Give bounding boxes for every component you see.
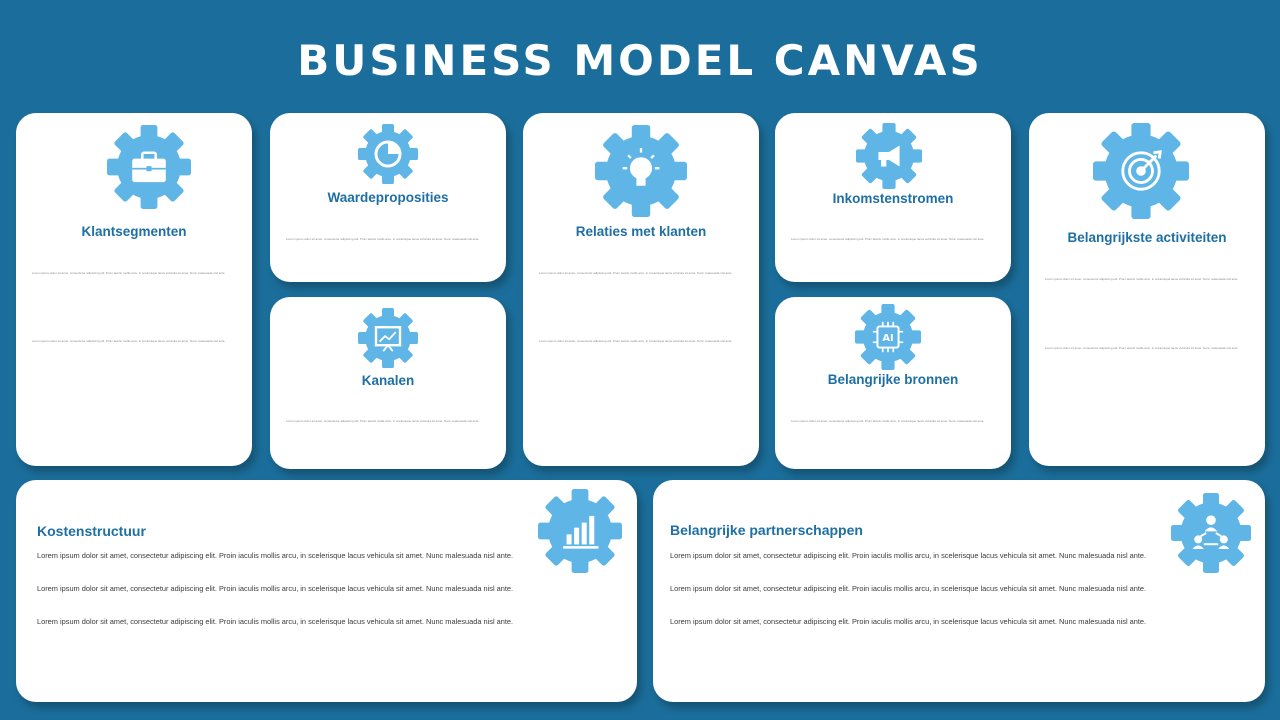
card-title: Belangrijke partnerschappen <box>670 522 863 538</box>
card-text: Lorem ipsum dolor sit amet, consectetur … <box>37 551 514 560</box>
card-text: Lorem ipsum dolor sit amet, consectetur … <box>286 237 480 241</box>
card-text: Lorem ipsum dolor sit amet, consectetur … <box>539 339 733 343</box>
card-text: Lorem ipsum dolor sit amet, consectetur … <box>670 584 1147 593</box>
briefcase-icon <box>107 125 191 209</box>
megaphone-icon <box>856 123 922 189</box>
card-relaties-met-klanten: Relaties met klanten Lorem ipsum dolor s… <box>523 113 759 466</box>
card-title: Belangrijkste activiteiten <box>1067 230 1227 245</box>
card-title: Belangrijke bronnen <box>827 372 959 387</box>
target-icon <box>1093 123 1189 219</box>
card-title: Klantsegmenten <box>81 224 187 239</box>
chip-label: AI <box>882 333 893 344</box>
card-text: Lorem ipsum dolor sit amet, consectetur … <box>670 551 1147 560</box>
pie-chart-icon <box>358 124 418 184</box>
network-people-icon <box>1171 493 1251 573</box>
card-text: Lorem ipsum dolor sit amet, consectetur … <box>539 271 733 275</box>
card-text: Lorem ipsum dolor sit amet, consectetur … <box>37 617 514 626</box>
card-belangrijke-bronnen: AI Belangrijke bronnen Lorem ipsum dolor… <box>775 297 1011 469</box>
card-text: Lorem ipsum dolor sit amet, consectetur … <box>32 271 226 275</box>
card-title: Inkomstenstromen <box>832 191 954 206</box>
card-waardeproposities: Waardeproposities Lorem ipsum dolor sit … <box>270 113 506 282</box>
card-text: Lorem ipsum dolor sit amet, consectetur … <box>286 419 480 423</box>
card-text: Lorem ipsum dolor sit amet, consectetur … <box>791 419 985 423</box>
card-title: Kanalen <box>361 373 415 388</box>
card-text: Lorem ipsum dolor sit amet, consectetur … <box>1045 346 1239 350</box>
card-text: Lorem ipsum dolor sit amet, consectetur … <box>670 617 1147 626</box>
card-text: Lorem ipsum dolor sit amet, consectetur … <box>791 237 985 241</box>
card-text: Lorem ipsum dolor sit amet, consectetur … <box>37 584 514 593</box>
card-klantsegmenten: Klantsegmenten Lorem ipsum dolor sit ame… <box>16 113 252 466</box>
card-kostenstructuur: Kostenstructuur Lorem ipsum dolor sit am… <box>16 480 637 702</box>
card-inkomstenstromen: Inkomstenstromen Lorem ipsum dolor sit a… <box>775 113 1011 282</box>
card-belangrijke-partnerschappen: Belangrijke partnerschappen Lorem ipsum … <box>653 480 1265 702</box>
card-text: Lorem ipsum dolor sit amet, consectetur … <box>1045 277 1239 281</box>
card-title: Kostenstructuur <box>37 523 146 539</box>
card-belangrijkste-activiteiten: Belangrijkste activiteiten Lorem ipsum d… <box>1029 113 1265 466</box>
ai-chip-icon: AI <box>855 304 921 370</box>
card-kanalen: Kanalen Lorem ipsum dolor sit amet, cons… <box>270 297 506 469</box>
card-title: Relaties met klanten <box>575 224 707 239</box>
lightbulb-icon <box>595 125 687 217</box>
card-title: Waardeproposities <box>327 190 449 205</box>
card-text: Lorem ipsum dolor sit amet, consectetur … <box>32 339 226 343</box>
bar-chart-icon <box>538 489 622 573</box>
presentation-board-icon <box>358 308 418 368</box>
page-title: BUSINESS MODEL CANVAS <box>297 36 983 85</box>
